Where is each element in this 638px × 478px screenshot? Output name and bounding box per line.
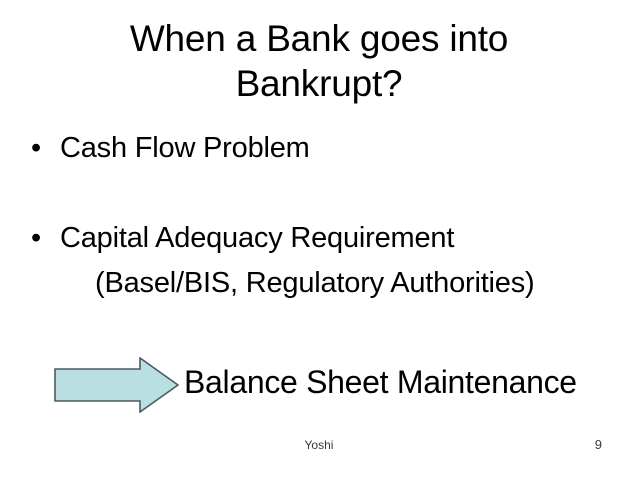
footer-author: Yoshi <box>304 438 334 452</box>
bullet-marker-icon: • <box>31 132 41 164</box>
bullet-item-cash-flow: • Cash Flow Problem <box>0 130 638 166</box>
conclusion-label: Balance Sheet Maintenance <box>184 364 577 400</box>
slide-title: When a Bank goes into Bankrupt? <box>0 16 638 106</box>
bullet-label-capital-adequacy: Capital Adequacy Requirement <box>60 222 455 254</box>
slide-footer: Yoshi 9 <box>0 436 638 456</box>
bullet-item-capital-adequacy: • Capital Adequacy Requirement <box>0 220 638 256</box>
slide-title-line-2: Bankrupt? <box>235 63 403 104</box>
bullet-subline-basel: (Basel/BIS, Regulatory Authorities) <box>95 267 535 299</box>
right-block-arrow-icon <box>54 356 180 414</box>
bullet-label-cash-flow: Cash Flow Problem <box>60 132 310 164</box>
footer-page-number: 9 <box>594 437 602 452</box>
bullet-marker-icon: • <box>31 222 41 254</box>
bullet-spacer <box>0 166 638 220</box>
slide-title-line-1: When a Bank goes into <box>129 18 509 59</box>
slide-body: • Cash Flow Problem • Capital Adequacy R… <box>0 130 638 301</box>
conclusion-row: Balance Sheet Maintenance <box>0 352 638 416</box>
